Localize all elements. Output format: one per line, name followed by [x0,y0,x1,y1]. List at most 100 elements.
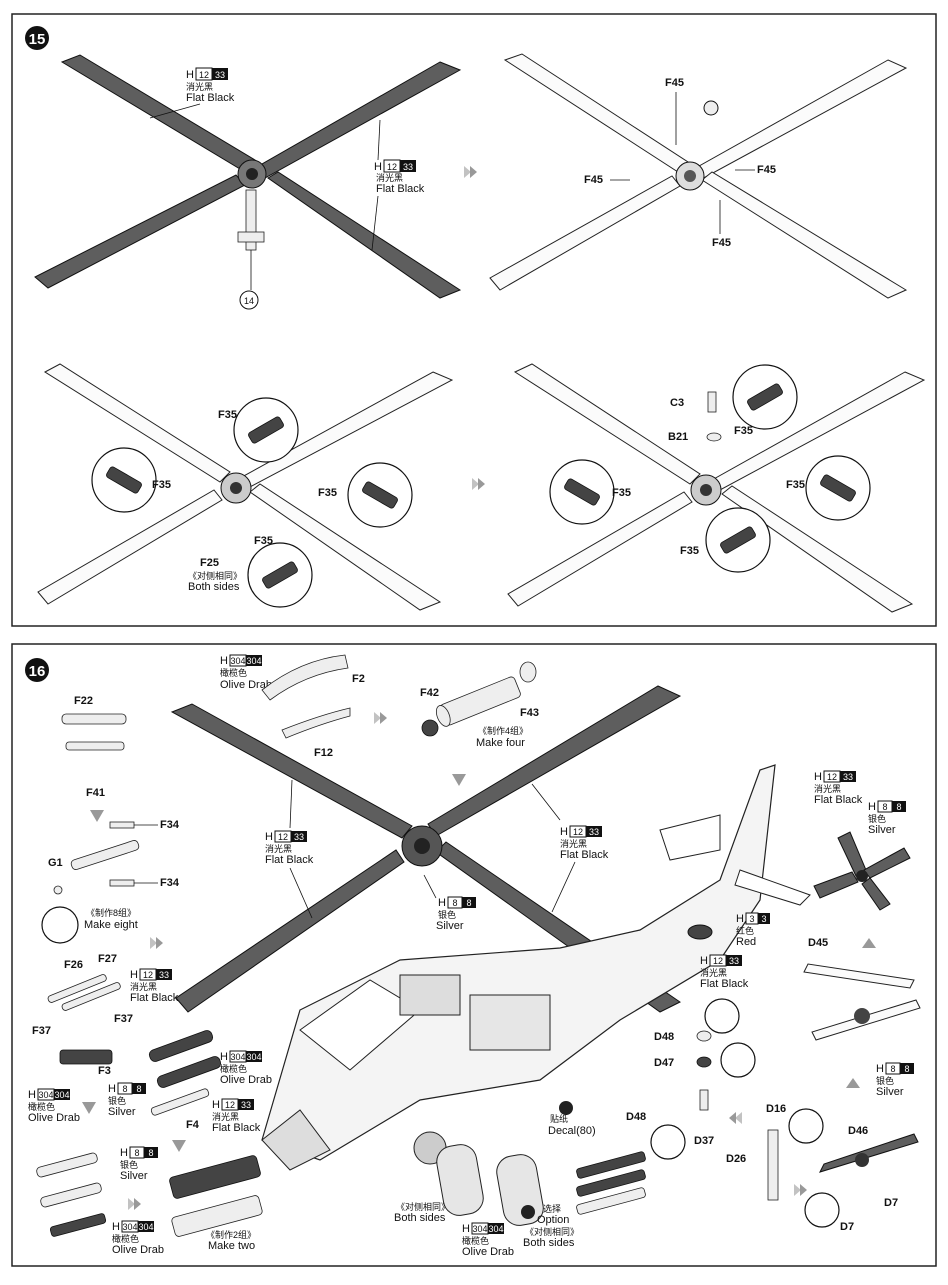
launcher-assembly-right [169,1155,263,1237]
q1-paint-right-cn: 消光黑 [376,172,403,183]
tail-black-cn: 消光黑 [814,783,841,794]
tail-silver2-a: 8 [890,1064,895,1074]
q1-paint-top-a: 12 [199,70,209,80]
launcher-olive2-prefix: H [220,1051,228,1063]
pods-paint-cn: 橄榄色 [462,1235,489,1246]
tail-rotor-light [803,963,921,1041]
pods-note2-en: Both sides [523,1237,575,1249]
launcher-label-f26: F26 [64,959,83,971]
q4-label-5: F35 [786,479,805,491]
q1-paint-right-b: 33 [403,162,413,172]
launcher-black-cn: 消光黑 [130,981,157,992]
rotor-left-cn: 消光黑 [265,843,292,854]
bl-olive-en: Olive Drab [112,1244,164,1256]
arrow-q3-q4 [472,478,485,490]
d7-detail-bubble [804,1192,840,1228]
left-note-cn: 《制作8组》 [86,907,136,918]
launcher-silver-cn: 银色 [108,1095,126,1106]
tail-black-en: Flat Black [814,794,863,806]
main-rotor-light-q4 [507,363,926,613]
parts-label-d48-a: D48 [654,1031,674,1043]
d47-detail-bubble [720,1042,756,1078]
q1-paint-top-prefix: H [186,69,194,81]
option-icon [521,1205,535,1219]
launcher-olive2-a: 304 [230,1052,245,1062]
q4-label-6: F35 [680,545,699,557]
main-rotor-light-q3 [37,363,454,611]
tail-red-b: 3 [761,914,766,924]
tail-rotor-label-d45: D45 [808,937,828,949]
tail-rotor [813,831,911,911]
rotor-left-en: Flat Black [265,854,314,866]
launcher-olive2-cn: 橄榄色 [220,1063,247,1074]
parts-label-d47: D47 [654,1057,674,1069]
intake-label-f2: F2 [352,673,365,685]
q3-label-4: F25 [200,557,219,569]
left-label-g1: G1 [48,857,63,869]
tail-black-a: 12 [827,772,837,782]
q3-label-3: F35 [318,487,337,499]
q2-label-4: F45 [712,237,731,249]
launcher-label-f37-b: F37 [114,1013,133,1025]
launcher-black2-en: Flat Black [212,1122,261,1134]
q1-paint-right-a: 12 [387,162,397,172]
step15-badge [25,26,49,50]
rotor-hub-en: Silver [436,920,464,932]
pods-note2-cn: 《对侧相同》 [525,1226,579,1237]
left-label-f22: F22 [74,695,93,707]
rotor-right-b: 33 [589,827,599,837]
q4-label-2: B21 [668,431,688,443]
launcher-black2-b: 33 [241,1100,251,1110]
intake-paint-b: 304 [246,656,261,666]
tail-black-b: 33 [843,772,853,782]
arrow-bottom-left [128,1198,141,1210]
tail-silver-a: 8 [882,802,887,812]
intake-part-f12 [281,707,351,739]
launcher-black-prefix: H [130,969,138,981]
bl-note-cn: 《制作2组》 [206,1229,256,1240]
step16-number: 16 [29,663,46,680]
rotor-hub-b: 8 [466,898,471,908]
tail-black2-a: 12 [713,956,723,966]
launcher-black-en: Flat Black [130,992,179,1004]
intake-part-f2 [261,654,349,701]
q3-label-5: F35 [254,535,273,547]
launcher-label-f3: F3 [98,1065,111,1077]
bl-olive-cn: 橄榄色 [112,1233,139,1244]
rotor-left-b: 33 [294,832,304,842]
bl-olive-b: 304 [138,1222,153,1232]
launcher-assembly-left [36,1152,107,1237]
missile-assembly [70,840,140,870]
launcher-olive-cn: 橄榄色 [28,1101,55,1112]
tail-silver-cn: 银色 [868,813,886,824]
rail-f41 [65,741,125,751]
bl-silver-a: 8 [134,1148,139,1158]
arrow-q1-q2 [464,166,477,178]
q2-label-3: F45 [757,164,776,176]
q1-paint-top-en: Flat Black [186,92,235,104]
pods-note-cn: 《对侧相同》 [396,1201,450,1212]
decal-icon [559,1101,573,1115]
rocket-part-f42 [421,719,439,737]
step16-frame [11,643,937,1267]
q1-paint-right-prefix: H [374,161,382,173]
tail-silver2-b: 8 [904,1064,909,1074]
arrow-left-col [150,937,163,949]
left-note-en: Make eight [84,919,138,931]
pods-note-en: Both sides [394,1212,446,1224]
bl-silver-en: Silver [120,1170,148,1182]
bl-silver-prefix: H [120,1147,128,1159]
g1-detail-bubble [41,906,79,944]
bl-note-en: Make two [208,1240,255,1252]
arrow-left-parts [729,1112,742,1124]
rotor-right-a: 12 [573,827,583,837]
tail-red-en: Red [736,936,756,948]
launcher-black2-prefix: H [212,1099,220,1111]
pods-paint-a: 304 [472,1224,487,1234]
arrow-right-parts [794,1184,807,1196]
step15-number: 15 [29,31,46,48]
step16-badge [25,658,49,682]
q1-paint-top-cn: 消光黑 [186,81,213,92]
d16-detail-bubble [788,1108,824,1144]
